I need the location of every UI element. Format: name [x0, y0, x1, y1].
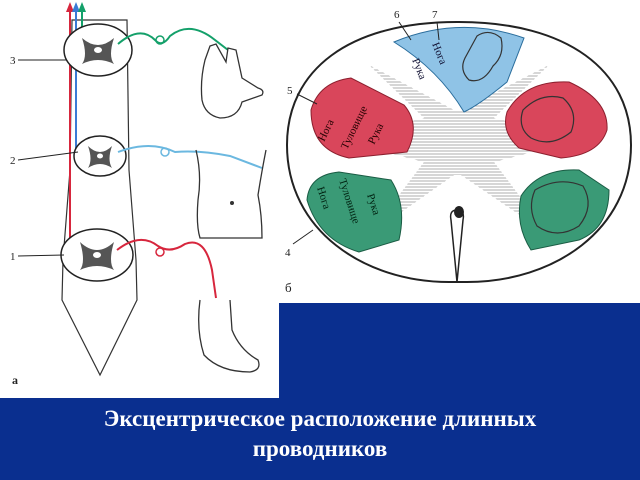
grey-matter	[339, 65, 579, 235]
torso-sketch	[195, 149, 267, 239]
panel-a-figure: 3 2 1 а	[10, 2, 267, 387]
sector-right-red	[505, 81, 608, 159]
level-1-pointer	[17, 254, 65, 257]
red-ganglion	[155, 247, 165, 257]
slide-caption: Эксцентрическое расположение длинных про…	[0, 404, 640, 464]
right-green-body-silhouette	[530, 181, 589, 234]
pointer-4	[292, 229, 314, 245]
pointer-label-5: 5	[287, 85, 293, 97]
panel-b-letter: б	[285, 280, 292, 295]
level-2-pointer	[17, 151, 79, 161]
dorsal-body-silhouette	[462, 31, 503, 82]
green-tract-arrowhead	[78, 2, 86, 12]
right-red-body-silhouette	[520, 95, 575, 143]
panel-b-figure: Нога Рука Нога Туловище Рука Нога Тулови…	[285, 9, 633, 295]
navel-mark	[230, 201, 234, 205]
panel-a-letter: а	[12, 373, 18, 387]
pointer-7	[436, 21, 440, 41]
green-afferent-fibre	[117, 28, 229, 51]
hand-sketch	[200, 43, 264, 119]
level-label-1: 1	[10, 251, 16, 263]
sector-dorsal-blue	[392, 27, 525, 113]
level-label-3: 3	[10, 55, 16, 67]
blue-afferent-fibre	[117, 145, 263, 169]
sector-left-red	[310, 77, 414, 159]
red-afferent-fibre	[116, 239, 217, 299]
panel-a: 3 2 1 а	[0, 0, 279, 398]
cord-segment-2	[73, 135, 127, 177]
level-label-2: 2	[10, 155, 16, 167]
caption-line-2: проводников	[252, 436, 388, 461]
foot-sketch	[198, 299, 260, 373]
caption-line-1: Эксцентрическое расположение длинных	[103, 406, 537, 431]
pointer-label-7: 7	[432, 9, 438, 21]
central-canal	[454, 206, 464, 218]
pointer-6	[398, 21, 412, 41]
cord-segment-1	[60, 228, 134, 282]
cord-segment-3	[63, 23, 133, 77]
blue-ganglion	[160, 147, 170, 157]
panel-b: Нога Рука Нога Туловище Рука Нога Тулови…	[279, 0, 640, 303]
blue-tract-arrowhead	[72, 2, 80, 12]
sector-left-green	[306, 171, 403, 253]
green-ganglion	[155, 35, 165, 45]
pointer-label-4: 4	[285, 247, 291, 259]
pointer-label-6: 6	[394, 9, 400, 21]
spinal-cord-outline	[61, 19, 138, 377]
red-tract-arrowhead	[66, 2, 74, 12]
pointer-5	[296, 93, 318, 105]
sector-right-green	[518, 169, 610, 251]
